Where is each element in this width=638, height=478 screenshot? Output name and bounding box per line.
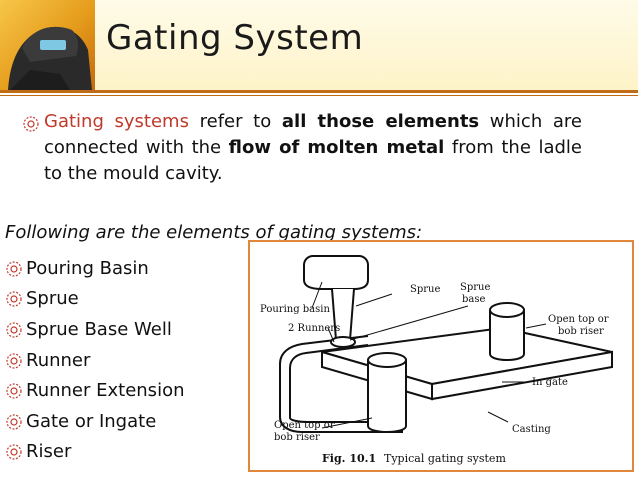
list-item: Runner Extension	[5, 375, 184, 406]
list-item: Runner	[5, 345, 184, 376]
list-item-label: Runner	[26, 349, 91, 371]
definition-paragraph: Gating systems refer to all those elemen…	[22, 109, 582, 187]
figure-caption-number: Fig. 10.1	[322, 452, 376, 465]
label-riser-right-1: Open top or	[548, 314, 609, 325]
right-riser-shape	[489, 302, 525, 361]
list-item: Gate or Ingate	[5, 406, 184, 437]
title-divider-thin	[0, 95, 638, 96]
bullet-icon	[5, 258, 23, 279]
list-item-label: Gate or Ingate	[26, 410, 157, 432]
bullet-icon	[22, 111, 40, 137]
emphasis-flow: flow of molten metal	[228, 137, 445, 158]
slide-title: Gating System	[106, 18, 364, 58]
label-riser-left-1: Open top or	[274, 420, 335, 431]
label-pouring-basin: Pouring basin	[260, 304, 330, 315]
bullet-icon	[5, 411, 23, 432]
label-runners: 2 Runners	[288, 323, 340, 334]
casting-shape	[321, 326, 613, 401]
label-sprue-base-2: base	[462, 294, 485, 305]
pouring-basin-shape	[303, 255, 369, 290]
term-gating-systems: Gating systems	[44, 111, 189, 132]
elements-intro: Following are the elements of gating sys…	[5, 222, 423, 243]
header-band	[0, 0, 638, 90]
bullet-icon	[5, 350, 23, 371]
label-sprue: Sprue	[410, 284, 440, 295]
list-item-label: Sprue	[26, 288, 79, 310]
emphasis-elements: all those elements	[281, 111, 480, 132]
list-item-label: Sprue Base Well	[26, 318, 172, 340]
list-item-label: Pouring Basin	[26, 257, 149, 279]
gating-diagram: Pouring basin Sprue Sprue base 2 Runners…	[260, 255, 613, 465]
label-in-gate: In gate	[532, 377, 568, 388]
definition-text: refer to	[188, 111, 282, 132]
leader-lines	[311, 281, 547, 429]
bullet-icon	[5, 380, 23, 401]
definition-text: from the ladle to the mould cavity.	[44, 137, 582, 184]
welder-logo	[0, 0, 95, 90]
bullet-icon	[5, 441, 23, 462]
left-riser-shape	[367, 352, 407, 433]
definition-text: which are connected with the	[44, 111, 582, 158]
label-casting: Casting	[512, 424, 551, 435]
elements-list: Pouring Basin Sprue Sprue Base Well Runn…	[5, 253, 184, 467]
bullet-icon	[5, 288, 23, 309]
label-riser-right-2: bob riser	[558, 326, 604, 337]
figure-caption-text: Typical gating system	[384, 452, 506, 465]
label-sprue-base-1: Sprue	[460, 282, 490, 293]
bullet-icon	[5, 319, 23, 340]
sprue-shape	[330, 288, 356, 348]
list-item: Pouring Basin	[5, 253, 184, 284]
gating-system-figure: Pouring basin Sprue Sprue base 2 Runners…	[248, 240, 634, 472]
label-riser-left-2: bob riser	[274, 432, 320, 443]
list-item-label: Riser	[26, 441, 72, 463]
list-item: Riser	[5, 437, 184, 468]
list-item: Sprue Base Well	[5, 314, 184, 345]
title-divider	[0, 90, 638, 93]
list-item-label: Runner Extension	[26, 380, 185, 402]
list-item: Sprue	[5, 284, 184, 315]
